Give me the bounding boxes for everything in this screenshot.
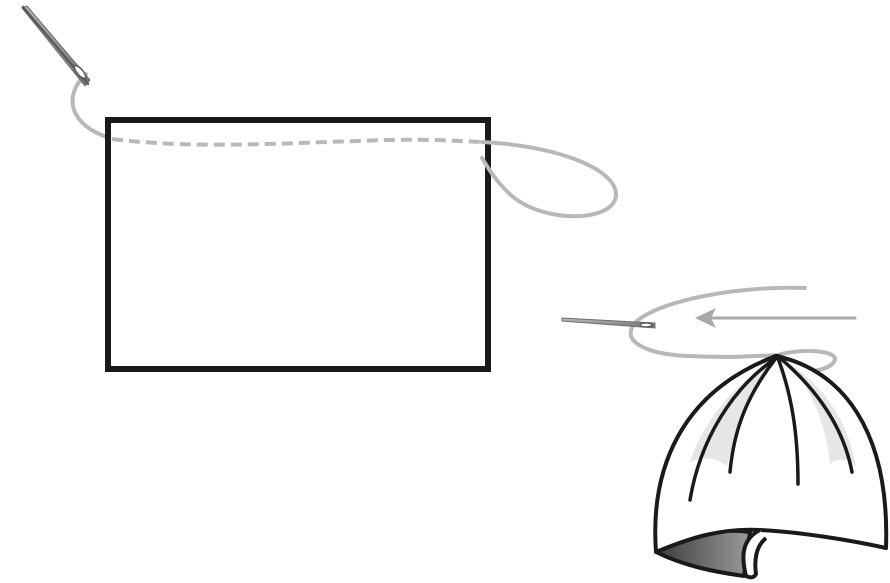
thread-loop	[628, 285, 807, 359]
needle-icon	[561, 317, 656, 329]
cap-icon	[653, 354, 889, 580]
thread-lead	[70, 72, 112, 140]
cap-seam	[688, 356, 778, 502]
thread-loop	[480, 140, 619, 219]
gathered-cap-panel	[561, 285, 889, 580]
fabric-rectangle-panel	[21, 5, 619, 372]
cap-seam	[778, 356, 854, 474]
cap-flap	[741, 528, 768, 580]
cap-seam	[776, 356, 800, 486]
cap-gather-shade	[690, 362, 772, 466]
needle-icon	[21, 5, 91, 87]
cap-seam	[728, 356, 778, 474]
direction-arrow-icon	[695, 308, 857, 328]
fabric-rectangle	[105, 117, 491, 372]
cap-gather-shade	[790, 364, 856, 466]
